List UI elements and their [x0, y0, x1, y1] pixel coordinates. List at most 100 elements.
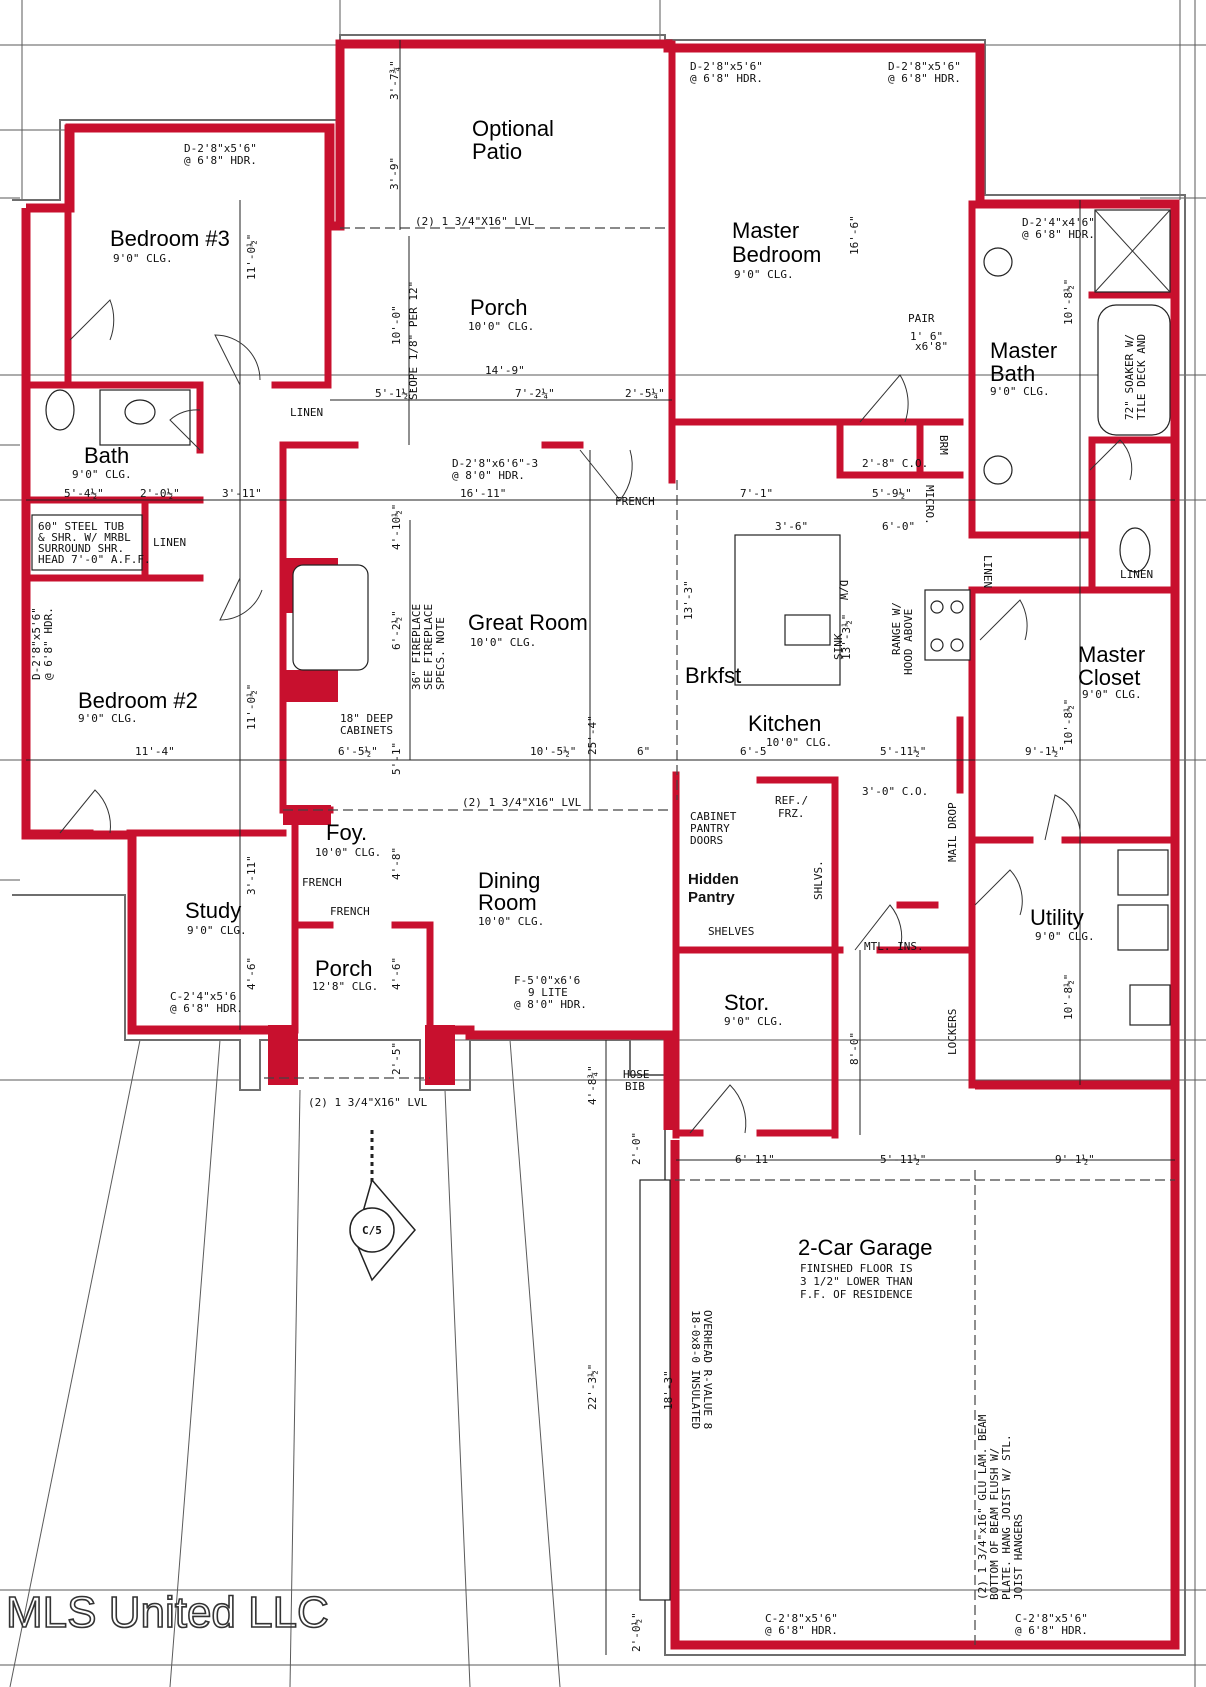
dim-b3-depth: 11'-0½": [245, 234, 258, 280]
dim-kit-f: 6'-5: [740, 745, 767, 758]
dim-porch-a: 5'-1½": [375, 387, 415, 400]
slider-1: D-2'8"x6'6"-3: [452, 457, 538, 470]
garage-win-left-1: C-2'8"x5'6": [765, 1612, 838, 1625]
storage-clg: 9'0" CLG.: [724, 1015, 784, 1028]
window-b3-1: D-2'8"x5'6": [184, 142, 257, 155]
cabinet-pantry-2: PANTRY: [690, 822, 730, 835]
dim-study-b: 3'-11": [245, 855, 258, 895]
fireplace-3: SPECS. NOTE: [434, 617, 447, 690]
cabinet-pantry-3: DOORS: [690, 834, 723, 847]
foyer-label: Foy.: [326, 820, 367, 845]
dimension-text: 14'-9" 5'-1½" 7'-2¼" 2'-5¼" 5'-4½" 2'-0½…: [64, 364, 1095, 1166]
fireplace-2: SEE FIREPLACE: [422, 604, 435, 690]
study-window-1: C-2'4"x5'6: [170, 990, 236, 1003]
dim-gr-e: 10'-5½": [530, 745, 576, 758]
window-b3-2: @ 6'8" HDR.: [184, 154, 257, 167]
bath-toilet: [45, 389, 75, 431]
master-bath-label-1: Master: [990, 338, 1057, 363]
bedroom2-label: Bedroom #2: [78, 688, 198, 713]
dim-b2-depth: 11'-0½": [245, 684, 258, 730]
window-mbl-2: @ 6'8" HDR.: [690, 72, 763, 85]
beam-front: (2) 1 3/4"X16" LVL: [308, 1096, 428, 1109]
hose-bib-1: HOSE: [623, 1068, 650, 1081]
pair-b: x6'8": [915, 340, 948, 353]
study-clg: 9'0" CLG.: [187, 924, 247, 937]
porch-front-label: Porch: [315, 956, 372, 981]
garage-note-2: 3 1/2" LOWER THAN: [800, 1275, 913, 1288]
window-mbl-1: D-2'8"x5'6": [690, 60, 763, 73]
dryer: [1117, 904, 1169, 951]
linen-bath: LINEN: [153, 536, 186, 549]
tub-box: [31, 514, 143, 571]
deep-cabinets-1: 18" DEEP: [340, 712, 393, 725]
rotated-notes: 36" FIREPLACE SEE FIREPLACE SPECS. NOTE …: [30, 281, 1148, 1600]
mbath-toilet: [1119, 527, 1151, 573]
watermark: MLS United LLC: [6, 1588, 329, 1637]
slider-2: @ 8'0" HDR.: [452, 469, 525, 482]
dim-bath-a: 5'-4½": [64, 487, 104, 500]
bedroom2-clg: 9'0" CLG.: [78, 712, 138, 725]
dim-stor-a: 8'-0": [848, 1032, 861, 1065]
dim-front-porch: 4'-8¾": [586, 1065, 599, 1105]
window-mbath-2: @ 6'8" HDR.: [1022, 228, 1095, 241]
dim-kit-a: 7'-1": [740, 487, 773, 500]
dim-kit-d: 13'-3½": [840, 614, 853, 660]
beam-mid: (2) 1 3/4"X16" LVL: [462, 796, 582, 809]
garage-beam-3: PLATE. HANG JOIST W/ STL.: [1000, 1434, 1013, 1600]
shelves: SHELVES: [708, 925, 754, 938]
dim-util-a: 10'-8½": [1062, 974, 1075, 1020]
master-closet-label-2: Closet: [1078, 665, 1140, 690]
linen-hall: LINEN: [290, 406, 323, 419]
optional-patio-label-1: Optional: [472, 116, 554, 141]
lockers: LOCKERS: [946, 1009, 959, 1055]
great-room-clg: 10'0" CLG.: [470, 636, 536, 649]
cabinet-pantry-1: CABINET: [690, 810, 737, 823]
porch-top-label: Porch: [470, 295, 527, 320]
dim-bath-b: 2'-0½": [140, 487, 180, 500]
garage-label: 2-Car Garage: [798, 1235, 933, 1260]
garage-note-1: FINISHED FLOOR IS: [800, 1262, 913, 1275]
hidden-pantry-label-2: Pantry: [688, 889, 735, 906]
dim-gr-b: 6'-2½": [390, 610, 403, 650]
utility-sink: [1129, 984, 1171, 1026]
tub-note-1: 60" STEEL TUB: [38, 520, 124, 533]
dimension-lines: [26, 40, 1175, 1655]
master-bedroom-label-2: Bedroom: [732, 242, 821, 267]
dim-mbath-len: 10'-8½": [1062, 279, 1075, 325]
dim-kit-c: 6'-0": [882, 520, 915, 533]
french-great: FRENCH: [615, 495, 655, 508]
range-1: RANGE W/: [890, 602, 903, 655]
front-door-1: F-5'0"x6'6: [514, 974, 580, 987]
dim-foy-a: 4'-8": [390, 847, 403, 880]
master-closet-clg: 9'0" CLG.: [1082, 688, 1142, 701]
micro-label: MICRO.: [923, 485, 936, 525]
master-bath-clg: 9'0" CLG.: [990, 385, 1050, 398]
hidden-pantry-label-1: Hidden: [688, 871, 739, 888]
study-window-2: @ 6'8" HDR.: [170, 1002, 243, 1015]
mail-drop: MAIL DROP: [946, 802, 959, 862]
window-mbath-1: D-2'4"x4'6": [1022, 216, 1095, 229]
ref-1: REF./: [775, 794, 808, 807]
deep-cabinets-2: CABINETS: [340, 724, 393, 737]
door-swings: [59, 299, 1133, 1134]
bedroom3-label: Bedroom #3: [110, 226, 230, 251]
dining-clg: 10'0" CLG.: [478, 915, 544, 928]
dimension-text-vertical: 3'-7¾" 3'-9" 10'-0" 11'-0½" 16'-6" 10'-8…: [245, 60, 1075, 1652]
porch-top-clg: 10'0" CLG.: [468, 320, 534, 333]
fireplace-1: 36" FIREPLACE: [410, 604, 423, 690]
shlvs: SHLVS.: [812, 860, 825, 900]
dim-gr-f: 6": [637, 745, 650, 758]
range: [924, 589, 971, 661]
window-mbr-2: @ 6'8" HDR.: [888, 72, 961, 85]
master-bath-label-2: Bath: [990, 361, 1035, 386]
dim-gr-d: 6'-5½": [338, 745, 378, 758]
utility-clg: 9'0" CLG.: [1035, 930, 1095, 943]
dim-gr-g: 5'-1": [390, 742, 403, 775]
dim-gr-c: 25'-4": [586, 715, 599, 755]
dim-gar-c: 9'-1½": [1055, 1153, 1095, 1166]
garage-win-left-2: @ 6'8" HDR.: [765, 1624, 838, 1637]
linen-mc: LINEN: [981, 555, 994, 588]
side-window-b2-1: D-2'8"x5'6": [30, 607, 43, 680]
dim-gar-bot: 2'-0½": [630, 1612, 643, 1652]
foyer-clg: 10'0" CLG.: [315, 846, 381, 859]
